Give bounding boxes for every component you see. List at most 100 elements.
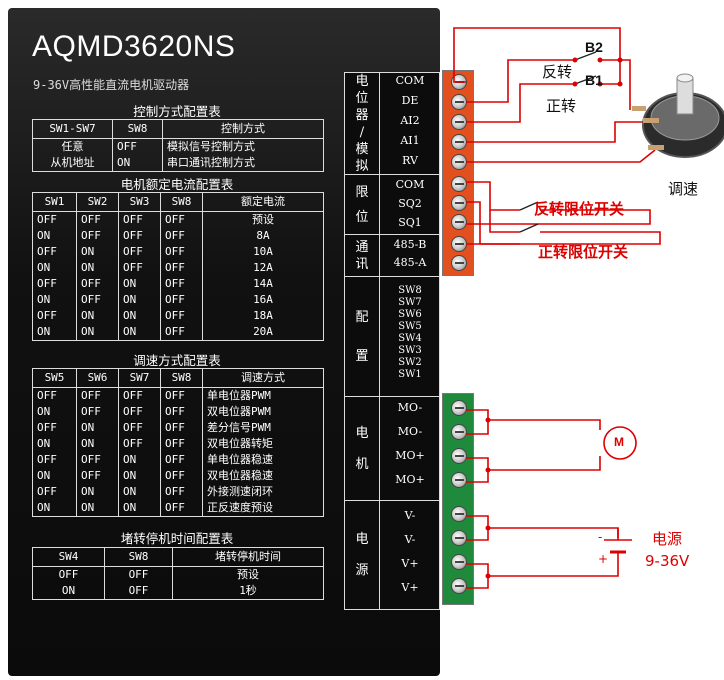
screw-terminal-ai2[interactable] [451, 114, 467, 130]
screw-terminal-sq1[interactable] [451, 214, 467, 230]
cell: OFF [32, 211, 77, 228]
cell: OFF [32, 420, 77, 436]
cell: ON [118, 292, 161, 308]
cell: OFF [32, 308, 77, 324]
terminal-panel: 电 位 器 / 模 拟 COM DE AI2 AI1 RV 限 位 COM SQ… [344, 72, 440, 610]
cell: 双电位器稳速 [202, 468, 324, 484]
label-char: 器 [355, 107, 369, 123]
cell: ON [118, 500, 161, 517]
group-label: 配 置 [345, 277, 380, 396]
screw-terminal-485a[interactable] [451, 255, 467, 271]
cell: 单电位器稳速 [202, 452, 324, 468]
cell: OFF [76, 452, 119, 468]
pin-label: SW2 [398, 357, 422, 368]
cell: OFF [76, 228, 119, 244]
cell: OFF [32, 452, 77, 468]
screw-terminal-v-plus-2[interactable] [451, 578, 467, 594]
terminal-group-limit: 限 位 COM SQ2 SQ1 [345, 175, 439, 235]
device-subtitle: 9-36V高性能直流电机驱动器 [33, 78, 190, 92]
cell: 外接测速闭环 [202, 484, 324, 500]
screw-terminal-mo-1[interactable] [451, 400, 467, 416]
header-cell: 控制方式 [162, 119, 324, 139]
pin-label: MO- [397, 425, 423, 438]
group-label: 通 讯 [345, 235, 380, 276]
cell: 预设 [172, 566, 324, 583]
pin-label: SW5 [398, 321, 422, 332]
wire-sq2 [466, 209, 651, 225]
cell: ON [76, 436, 119, 452]
cell: OFF [160, 500, 203, 517]
cell: OFF [160, 276, 203, 292]
label-char: 电 [355, 425, 369, 441]
cell: OFF [76, 387, 119, 404]
cell: OFF [160, 468, 203, 484]
screw-terminal-mo-plus-2[interactable] [451, 472, 467, 488]
header-cell: SW8 [160, 192, 203, 212]
screw-terminal-mo-plus-1[interactable] [451, 448, 467, 464]
battery-minus-sign: - [598, 530, 603, 544]
forward-limit-label: 正转限位开关 [538, 243, 629, 261]
label-char: 源 [355, 563, 369, 578]
cell: ON [112, 155, 163, 172]
table-row: 从机地址 ON 串口通讯控制方式 [32, 155, 324, 172]
terminal-group-comm: 通 讯 485-B 485-A [345, 235, 439, 277]
group-label: 电 位 器 / 模 拟 [345, 73, 380, 174]
cell: 14A [202, 276, 324, 292]
label-char: 拟 [355, 158, 369, 174]
screw-terminal-v-minus-2[interactable] [451, 530, 467, 546]
screw-terminal-mo-2[interactable] [451, 424, 467, 440]
cell: 双电位器转矩 [202, 436, 324, 452]
cell: 1秒 [172, 583, 324, 600]
cell: 20A [202, 324, 324, 341]
header-cell: 调速方式 [202, 368, 324, 388]
screw-terminal-limit-com[interactable] [451, 176, 467, 192]
cell: ON [76, 260, 119, 276]
pin-label: SW1 [398, 369, 422, 380]
battery-icon [604, 528, 632, 560]
cell: 18A [202, 308, 324, 324]
cell: OFF [118, 260, 161, 276]
cell: OFF [32, 276, 77, 292]
cell: 差分信号PWM [202, 420, 324, 436]
cell: OFF [118, 211, 161, 228]
cell: ON [32, 404, 77, 420]
cell: OFF [104, 566, 173, 583]
wire-mo-plus [466, 457, 489, 483]
cell: ON [76, 324, 119, 341]
wire-ai1 [466, 121, 645, 143]
cell: 10A [202, 244, 324, 260]
cell: OFF [160, 211, 203, 228]
power-range-label: 9-36V [645, 552, 690, 570]
pin-label: COM [395, 74, 425, 87]
header-cell: SW4 [32, 547, 105, 567]
cell: OFF [32, 566, 105, 583]
cell: OFF [118, 436, 161, 452]
cell: OFF [76, 211, 119, 228]
cell: ON [32, 468, 77, 484]
cell: ON [32, 292, 77, 308]
cell: OFF [118, 420, 161, 436]
screw-terminal-v-minus-1[interactable] [451, 506, 467, 522]
green-terminal-block [442, 393, 474, 605]
cell: ON [32, 260, 77, 276]
cell: OFF [160, 244, 203, 260]
power-label: 电源 [652, 530, 683, 548]
cell: 模拟信号控制方式 [162, 138, 324, 155]
pin-label: RV [402, 154, 418, 167]
pin-label: V- [404, 533, 416, 546]
screw-terminal-sq2[interactable] [451, 195, 467, 211]
cell: 8A [202, 228, 324, 244]
screw-terminal-v-plus-1[interactable] [451, 554, 467, 570]
